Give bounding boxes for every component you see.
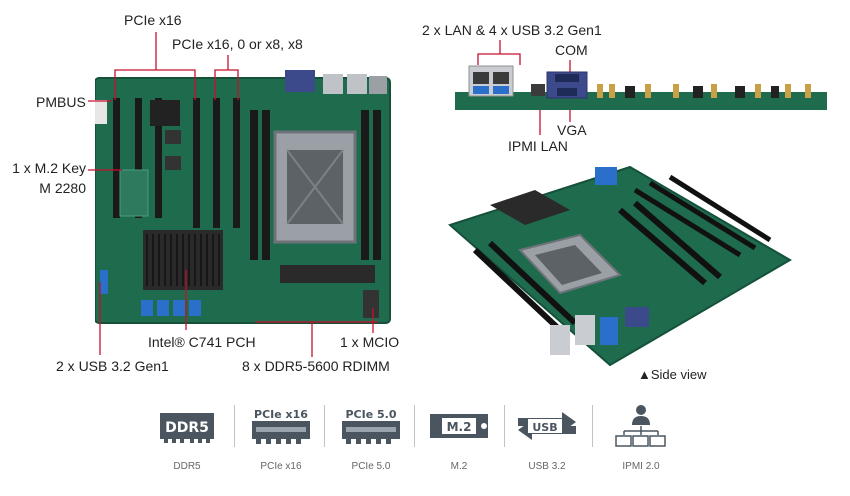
feature-divider [324,405,325,447]
mcio-label: 1 x MCIO [340,334,400,350]
com-label: COM [555,42,588,58]
usb-front-label: 2 x USB 3.2 Gen1 [56,358,169,374]
pcie-x16-caption: PCIe x16 [260,461,302,472]
motherboard-angled-view [448,165,792,367]
ipmi-icon [615,405,666,447]
feature-divider [414,405,415,447]
feature-divider [592,405,593,447]
pch-label: Intel® C741 PCH [148,334,256,350]
usb-caption: USB 3.2 [528,461,566,472]
ddr-label: 8 x DDR5-5600 RDIMM [242,358,390,374]
m2-caption: M.2 [450,461,468,472]
m2-label-line1: 1 x M.2 Key [12,160,86,176]
pcie-5-badge-text: PCIe 5.0 [345,408,396,421]
usb-badge-text: USB [532,421,557,434]
feature-divider [234,405,235,447]
pcie-x16-label: PCIe x16 [124,12,182,28]
ddr5-badge-text: DDR5 [165,420,209,436]
m2-badge-text: M.2 [447,420,472,434]
pmbus-label: PMBUS [36,94,86,110]
pcie-5-icon: PCIe 5.0 [342,408,400,444]
ipmi-lan-label: IPMI LAN [508,138,568,154]
pcie-x16-split-label: PCIe x16, 0 or x8, x8 [172,36,303,52]
m2-label-line2: M 2280 [39,180,86,196]
ddr5-caption: DDR5 [173,461,201,472]
m2-icon: M.2 [430,414,488,438]
motherboard-top-view [95,70,391,324]
pcie-x16-icon: PCIe x16 [252,408,310,444]
usb-icon: USB [518,412,576,440]
ipmi-caption: IPMI 2.0 [622,461,660,472]
lan-usb-label: 2 x LAN & 4 x USB 3.2 Gen1 [422,22,602,38]
rear-io-view [455,65,827,110]
side-view-caption: ▲Side view [638,367,707,382]
pcie-x16-badge-text: PCIe x16 [254,408,308,421]
feature-divider [504,405,505,447]
ddr5-icon: DDR5 [160,413,214,443]
vga-label: VGA [557,122,587,138]
pcie-5-caption: PCIe 5.0 [351,461,391,472]
